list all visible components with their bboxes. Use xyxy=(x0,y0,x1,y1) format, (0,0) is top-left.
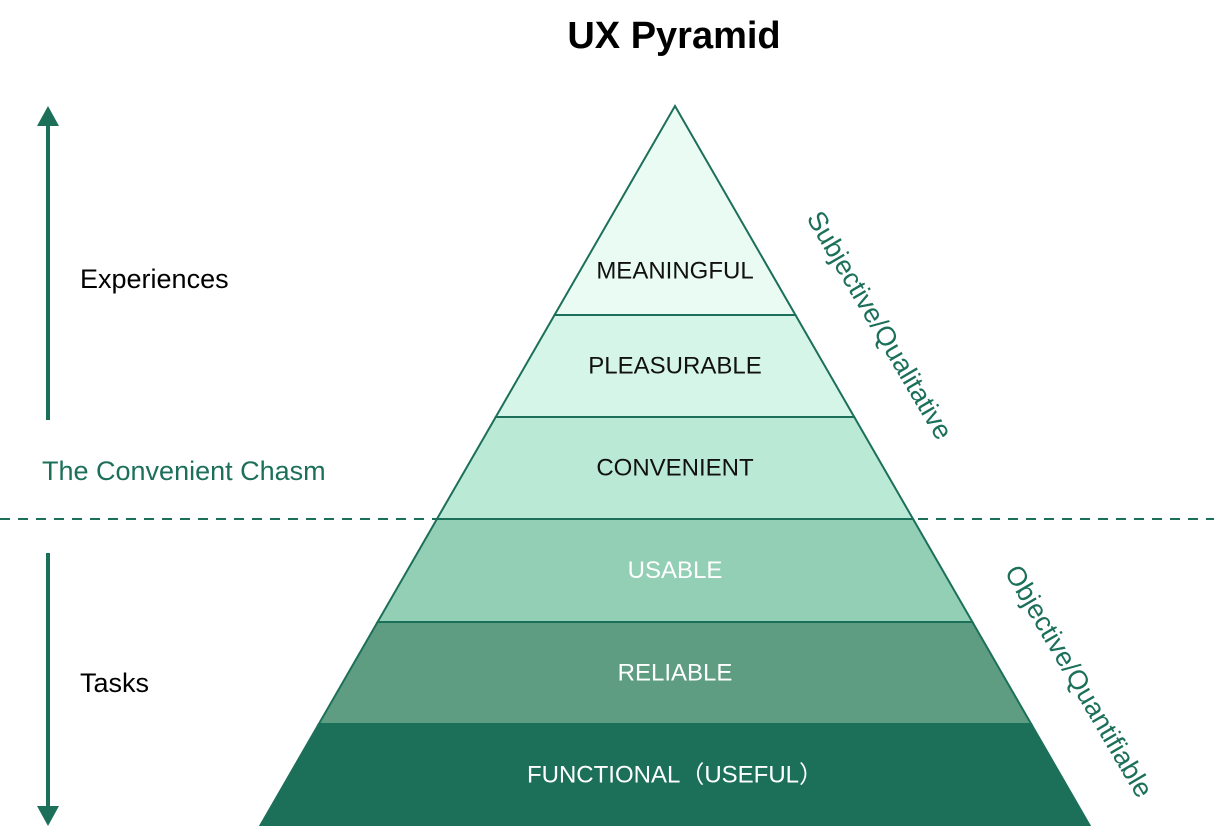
pyramid-layer-6 xyxy=(258,723,1092,826)
tasks-label: Tasks xyxy=(80,668,149,698)
pyramid-layer-label: MEANINGFUL xyxy=(596,257,753,284)
pyramid-layer-label: PLEASURABLE xyxy=(588,352,761,379)
pyramid-layer-label: CONVENIENT xyxy=(596,454,754,481)
convenient-chasm-label: The Convenient Chasm xyxy=(42,456,326,486)
diagram-title: UX Pyramid xyxy=(567,15,780,57)
tasks-down-arrow xyxy=(37,553,59,826)
pyramid: MEANINGFUL PLEASURABLE CONVENIENT USABLE REL… xyxy=(258,103,1092,826)
pyramid-layer-label: FUNCTIONAL（USEFUL） xyxy=(527,761,823,788)
experiences-label: Experiences xyxy=(80,264,229,294)
pyramid-layer-label: USABLE xyxy=(628,557,723,584)
experiences-up-arrow xyxy=(37,106,59,420)
pyramid-layer-label: RELIABLE xyxy=(618,659,733,686)
